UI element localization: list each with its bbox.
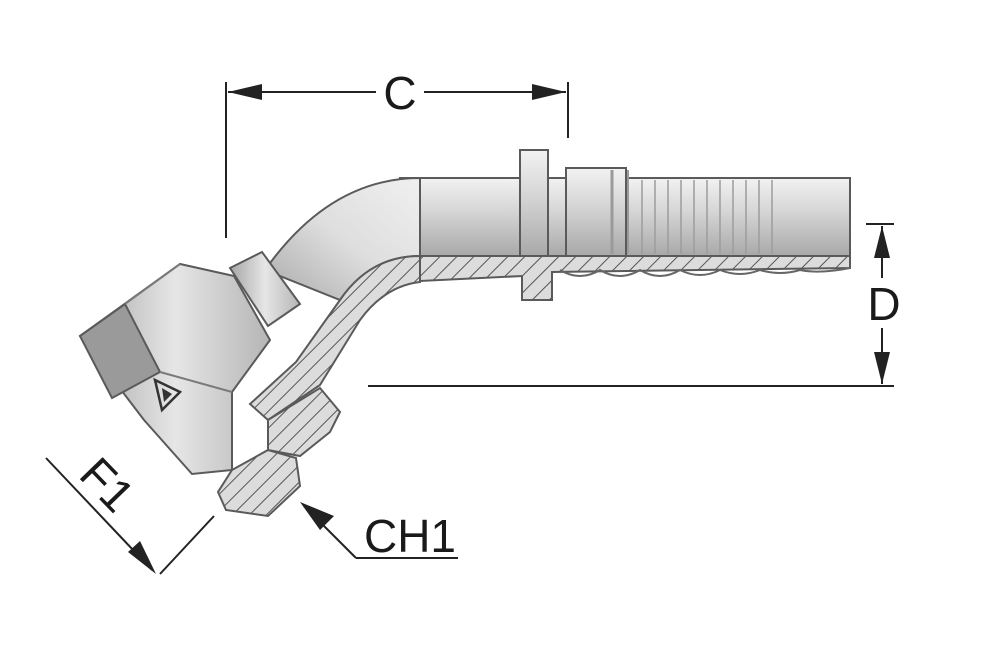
dimension-ch1-label: CH1 [364,510,456,562]
shank-inner-wave [559,267,851,277]
shank-step [565,167,627,257]
dimension-f1-label: F1 [70,447,145,522]
triangle-logo-icon [153,377,183,413]
arrow-c-left [228,84,262,100]
dimension-ch1: CH1 [300,502,458,562]
arrow-d-bottom [874,352,890,384]
tail-serrations [641,180,773,254]
arrow-ch1 [300,502,334,530]
dimension-c-label: C [383,67,416,119]
arrow-f1 [128,541,156,574]
nut-collar [228,250,302,328]
fitting-shank [399,149,851,301]
fitting-elbow [248,176,421,422]
swivel-nut [78,250,342,518]
elbow-section [248,254,421,422]
arrow-d-top [874,226,890,258]
nut-thread-section [267,386,342,458]
shank-section [399,255,851,301]
arrow-c-right [532,84,566,100]
shank-collar [519,149,549,257]
dimension-c: C [225,67,569,238]
dimension-d: D [368,223,901,387]
dimension-d-label: D [867,278,900,330]
